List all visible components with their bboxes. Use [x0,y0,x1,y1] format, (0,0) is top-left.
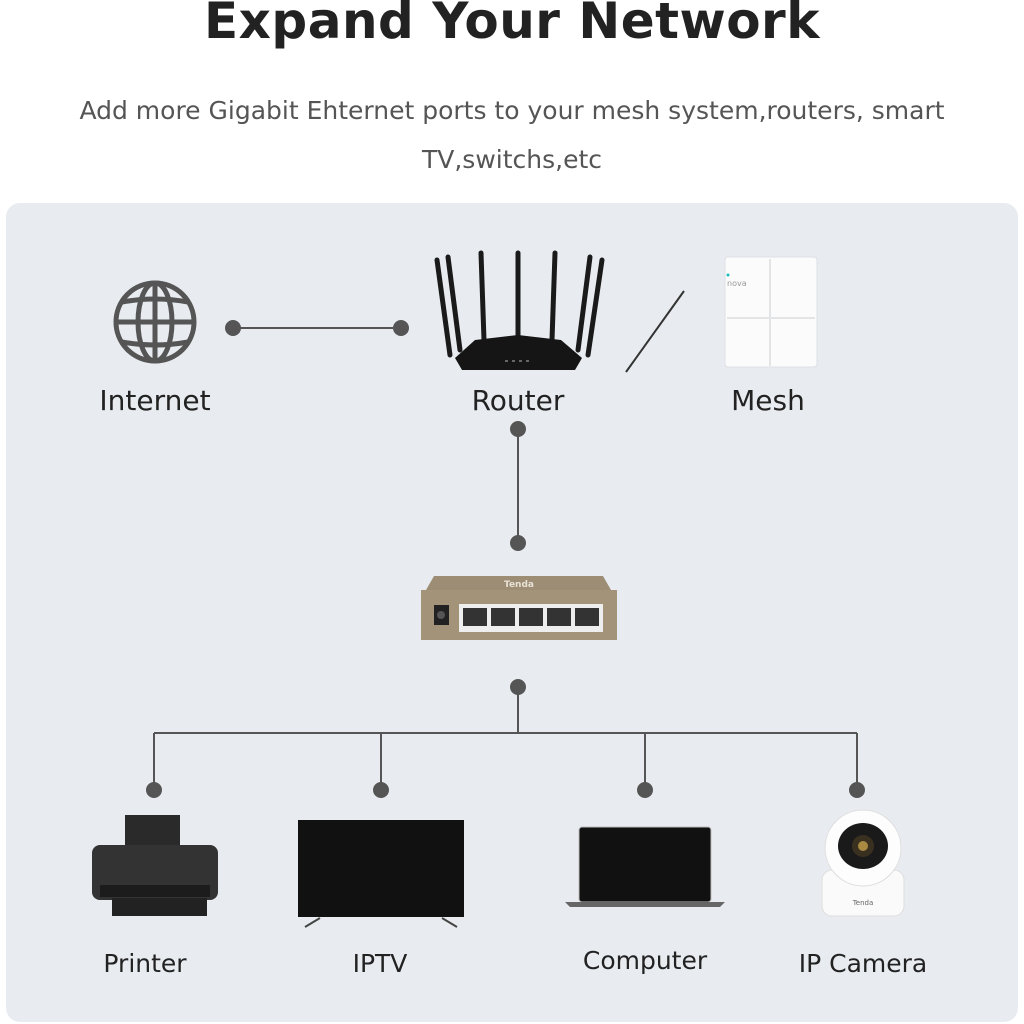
connector-dot [393,320,409,336]
subtitle-line-1: Add more Gigabit Ehternet ports to your … [79,96,945,125]
page-title: Expand Your Network [204,0,820,50]
ip-camera-image: Tenda [821,809,905,917]
connector-dot [510,679,526,695]
tv-image [298,820,464,928]
ethernet-switch-image: Tenda [421,576,617,640]
connector-dot [637,782,653,798]
laptop-image [565,826,725,907]
label-router: Router [471,384,565,417]
connector-dot [225,320,241,336]
mesh-node-image: nova [724,256,818,368]
label-iptv: IPTV [352,949,408,978]
label-internet: Internet [99,384,211,417]
label-mesh: Mesh [731,384,805,417]
tenda-camera-logo: Tenda [852,899,874,907]
label-ip-camera: IP Camera [798,949,928,978]
connector-dot [849,782,865,798]
connector-dot [510,421,526,437]
connector-dot [510,535,526,551]
globe-icon [113,280,197,364]
connector-dot [373,782,389,798]
connector-dot [146,782,162,798]
subtitle-line-2: TV,switchs,etc [421,145,603,174]
nova-logo: nova [727,279,747,288]
printer-image [92,815,218,916]
label-printer: Printer [103,949,187,978]
connectors [146,290,865,798]
router-image [434,250,605,370]
tenda-logo: Tenda [504,580,534,590]
label-computer: Computer [582,946,708,975]
